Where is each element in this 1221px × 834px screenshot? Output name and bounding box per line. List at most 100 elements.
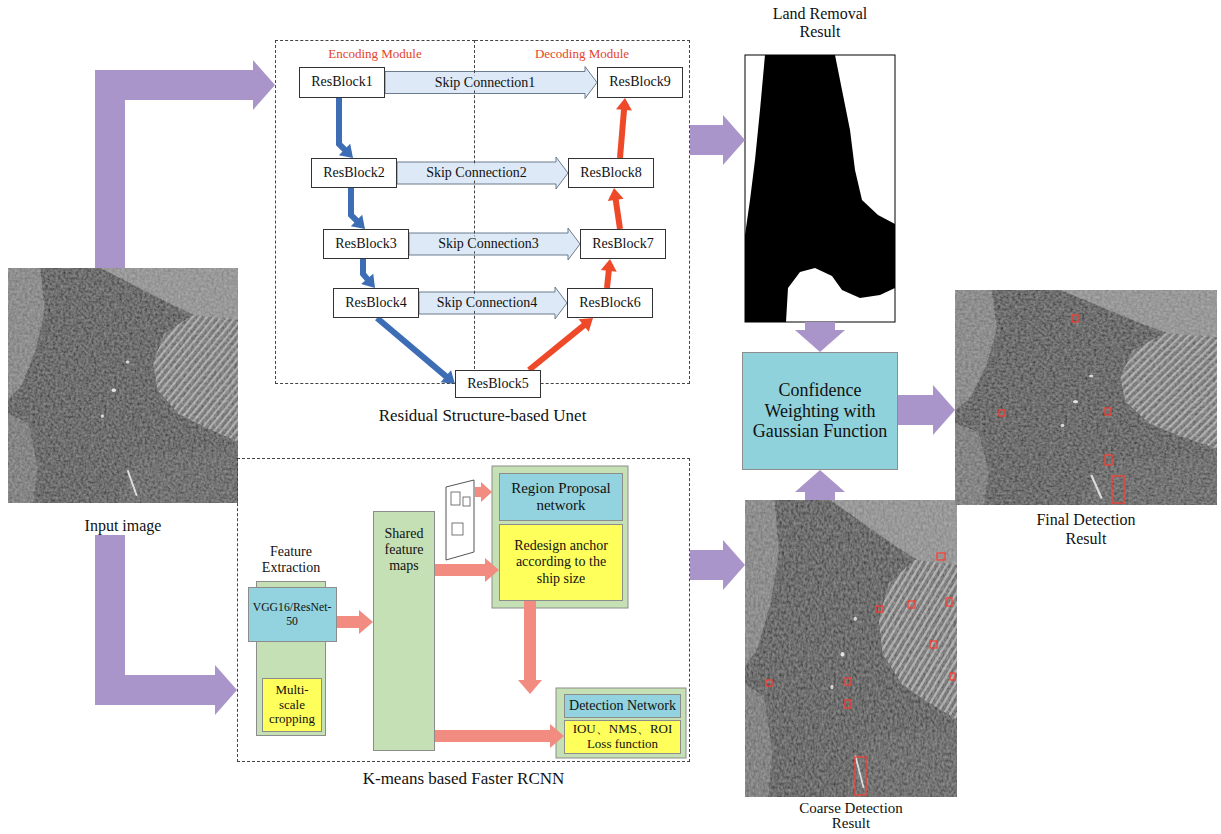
flow-arrow [361, 259, 375, 288]
arrow-head [608, 188, 624, 201]
node-label: ResBlock8 [580, 165, 641, 181]
resblock-box: ResBlock8 [568, 158, 654, 188]
flow-arrow [351, 188, 365, 229]
flow-arrow [518, 601, 542, 694]
resblock-box: ResBlock4 [333, 288, 419, 318]
block-arrow [397, 157, 568, 189]
arrow-shaft [110, 535, 216, 690]
coarse-detection-image [745, 500, 957, 797]
resblock-box: ResBlock2 [311, 158, 397, 188]
block-arrow [409, 228, 580, 260]
anchor-arrow [475, 482, 492, 502]
arrow-head [518, 680, 542, 694]
final-detection-image [955, 290, 1217, 505]
skip-connection-arrow [397, 157, 568, 189]
arrow-shaft [616, 199, 620, 229]
resblock-box: ResBlock5 [455, 370, 541, 398]
anchor-sheet-icon [446, 480, 474, 560]
resblock-box: ResBlock6 [567, 288, 653, 318]
resblock-box: ResBlock7 [580, 229, 666, 259]
process-box: VGG16/ResNet-50 [248, 587, 337, 642]
detection-boxes [999, 315, 1124, 503]
rpn-container [492, 466, 628, 608]
arrow-shaft [524, 601, 536, 681]
flow-arrow [435, 558, 499, 582]
sar-image [955, 290, 1217, 505]
node-label: ResBlock6 [579, 295, 640, 311]
flow-arrow [435, 724, 564, 748]
node-label: Region Proposal network [503, 480, 619, 515]
block-arrow [385, 67, 597, 99]
node-label: Shared feature maps [377, 526, 431, 574]
module-region: Encoding ModuleResBlock1ResBlock2ResBloc… [275, 40, 475, 384]
node-label: ResBlock1 [311, 74, 372, 90]
arrow-head [723, 115, 745, 165]
edge-label: Skip Connection4 [435, 295, 540, 310]
node-label: ResBlock7 [592, 236, 653, 252]
arrow-shaft [805, 322, 835, 331]
arrow-shaft [435, 564, 486, 576]
flow-arrow [795, 322, 845, 352]
arrow-head [723, 540, 745, 590]
skip-connection-arrow [409, 228, 580, 260]
arrow-head [253, 60, 275, 110]
image-panel: Final Detection Result [955, 290, 1217, 548]
network-group: K-means based Faster RCNNFeature Extract… [237, 458, 690, 762]
arrow-shaft [339, 98, 345, 150]
flow-arrow [339, 98, 353, 158]
node-label: ResBlock9 [609, 74, 670, 90]
arrow-head [601, 259, 617, 272]
node-label: IOU、NMS、ROI Loss function [568, 722, 677, 752]
caption-label: Input image [85, 517, 162, 535]
flow-arrow [690, 540, 745, 590]
caption-label: K-means based Faster RCNN [238, 769, 689, 789]
arrow-head [616, 98, 632, 111]
arrow-head [215, 665, 237, 715]
water-region [745, 55, 895, 322]
node-label: Encoding Module [328, 47, 422, 62]
caption-label: Coarse Detection Result [786, 801, 916, 833]
node-label: Detection Network [569, 698, 676, 714]
arrow-shaft [805, 491, 835, 500]
flow-arrow [110, 535, 237, 715]
process-box: Detection Network [564, 694, 681, 718]
module-region: Decoding ModuleResBlock9ResBlock8ResBloc… [475, 40, 690, 384]
arrow-head [795, 330, 845, 352]
arrow-shaft [377, 318, 447, 377]
arrow-shaft [363, 259, 368, 280]
arrow-head [441, 370, 455, 384]
skip-connection-arrow [385, 67, 597, 99]
detection-container [556, 688, 686, 758]
node-label: Redesign anchor according to the ship si… [503, 538, 619, 586]
mask-frame [745, 55, 895, 322]
arrow-shaft [351, 188, 357, 221]
arrow-head [351, 215, 365, 229]
stage-box: Shared feature maps [373, 511, 435, 751]
flow-arrow [616, 98, 632, 158]
node-label: Decoding Module [535, 47, 629, 62]
image-panel: Land Removal Result [745, 5, 895, 322]
process-box: Confidence Weighting with Gaussian Funct… [742, 352, 898, 470]
image-panel: Input image [8, 268, 238, 535]
resblock-box: ResBlock1 [299, 67, 385, 98]
arrow-head [339, 144, 353, 158]
flow-arrow [690, 115, 745, 165]
process-box: IOU、NMS、ROI Loss function [564, 720, 681, 754]
node-label: ResBlock5 [467, 376, 528, 392]
edge-label: Skip Connection1 [433, 75, 538, 90]
input-sar-image [8, 268, 238, 503]
flow-arrow [795, 470, 845, 500]
arrow-shaft [110, 85, 254, 268]
flow-arrow [898, 385, 955, 435]
edge-label: Skip Connection3 [436, 236, 541, 251]
land-removal-mask [745, 55, 895, 322]
stage-box: Feature ExtractionVGG16/ResNet-50Multi-s… [256, 581, 326, 736]
node-label: ResBlock2 [323, 165, 384, 181]
resblock-box: ResBlock3 [323, 229, 409, 259]
arrow-head [550, 724, 564, 748]
node-label: Confidence Weighting with Gaussian Funct… [746, 380, 894, 442]
flow-arrow [608, 188, 624, 229]
arrow-head [933, 385, 955, 435]
process-box: Redesign anchor according to the ship si… [499, 524, 623, 601]
